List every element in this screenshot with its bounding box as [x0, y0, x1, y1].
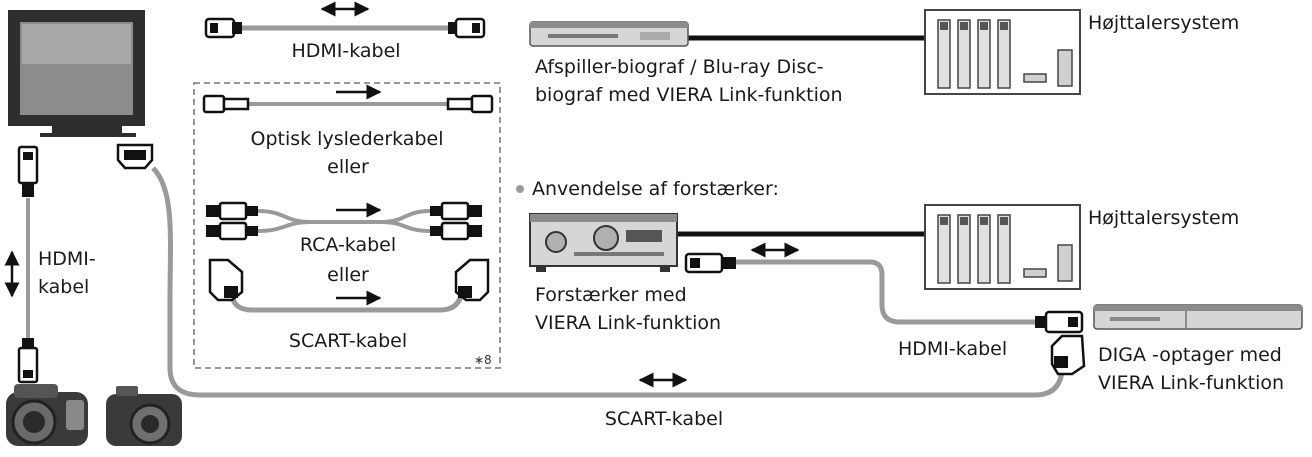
tv-icon	[8, 10, 145, 137]
label-amp-line1: Forstærker med	[535, 284, 687, 306]
cables	[26, 35, 1067, 398]
label-optical-line1: Optisk lysleder­kabel	[250, 128, 444, 150]
label-speakers-top: Højttalersystem	[1088, 12, 1240, 34]
hdmi-cable-top-icon	[204, 17, 486, 39]
label-speakers-bottom: Højttalersystem	[1088, 207, 1240, 229]
hdmi-plug-amp-icon	[684, 252, 736, 274]
optical-cable-icon	[202, 94, 494, 114]
amplifier-icon	[529, 213, 678, 272]
label-hdmi-left-line2: kabel	[38, 276, 90, 298]
label-player-line1: Afspiller-biograf / Blu-ray Disc-	[535, 56, 824, 78]
label-player-line2: biograf med VIERA Link-funktion	[535, 84, 843, 106]
blu-ray-player-icon	[529, 21, 689, 47]
label-hdmi-top: HDMI-kabel	[291, 40, 401, 62]
label-hdmi-bottom: HDMI-kabel	[898, 338, 1008, 360]
label-amp-line2: VIERA Link-funktion	[535, 312, 722, 334]
scart-cable-tv-diga	[151, 166, 1067, 398]
footnote-marker: ∗8	[474, 353, 492, 367]
camcorder-icon	[6, 384, 88, 446]
label-scart-bottom: SCART-kabel	[604, 408, 724, 430]
speaker-system-top-icon	[924, 9, 1081, 95]
label-diga-line2: VIERA Link-funktion	[1098, 372, 1285, 394]
scart-plug-tv-icon	[116, 143, 154, 170]
hdmi-plug-tv-icon	[17, 145, 39, 197]
digital-camera-icon	[106, 386, 182, 446]
scart-plug-diga-icon	[1050, 334, 1086, 376]
diga-recorder-icon	[1093, 304, 1303, 330]
label-scart-box: SCART-kabel	[288, 330, 408, 352]
hdmi-plug-camera-icon	[17, 338, 39, 384]
label-hdmi-left-line1: HDMI-	[38, 248, 96, 270]
label-diga-line1: DIGA -optager med	[1098, 344, 1282, 366]
label-amp-heading: Anvendelse af forstærker:	[532, 178, 779, 200]
label-rca-line2: eller	[327, 264, 369, 286]
scart-cable-box-icon	[208, 258, 490, 313]
hdmi-cable-amp-diga	[735, 259, 1035, 325]
label-rca-line1: RCA-kabel	[299, 234, 397, 256]
alternative-cables-box	[193, 82, 501, 369]
label-optical-line2: eller	[327, 156, 369, 178]
rca-cable-icon	[206, 201, 482, 241]
speaker-system-bottom-icon	[924, 204, 1081, 290]
bullet-icon	[516, 185, 524, 193]
hdmi-plug-diga-icon	[1035, 310, 1084, 334]
